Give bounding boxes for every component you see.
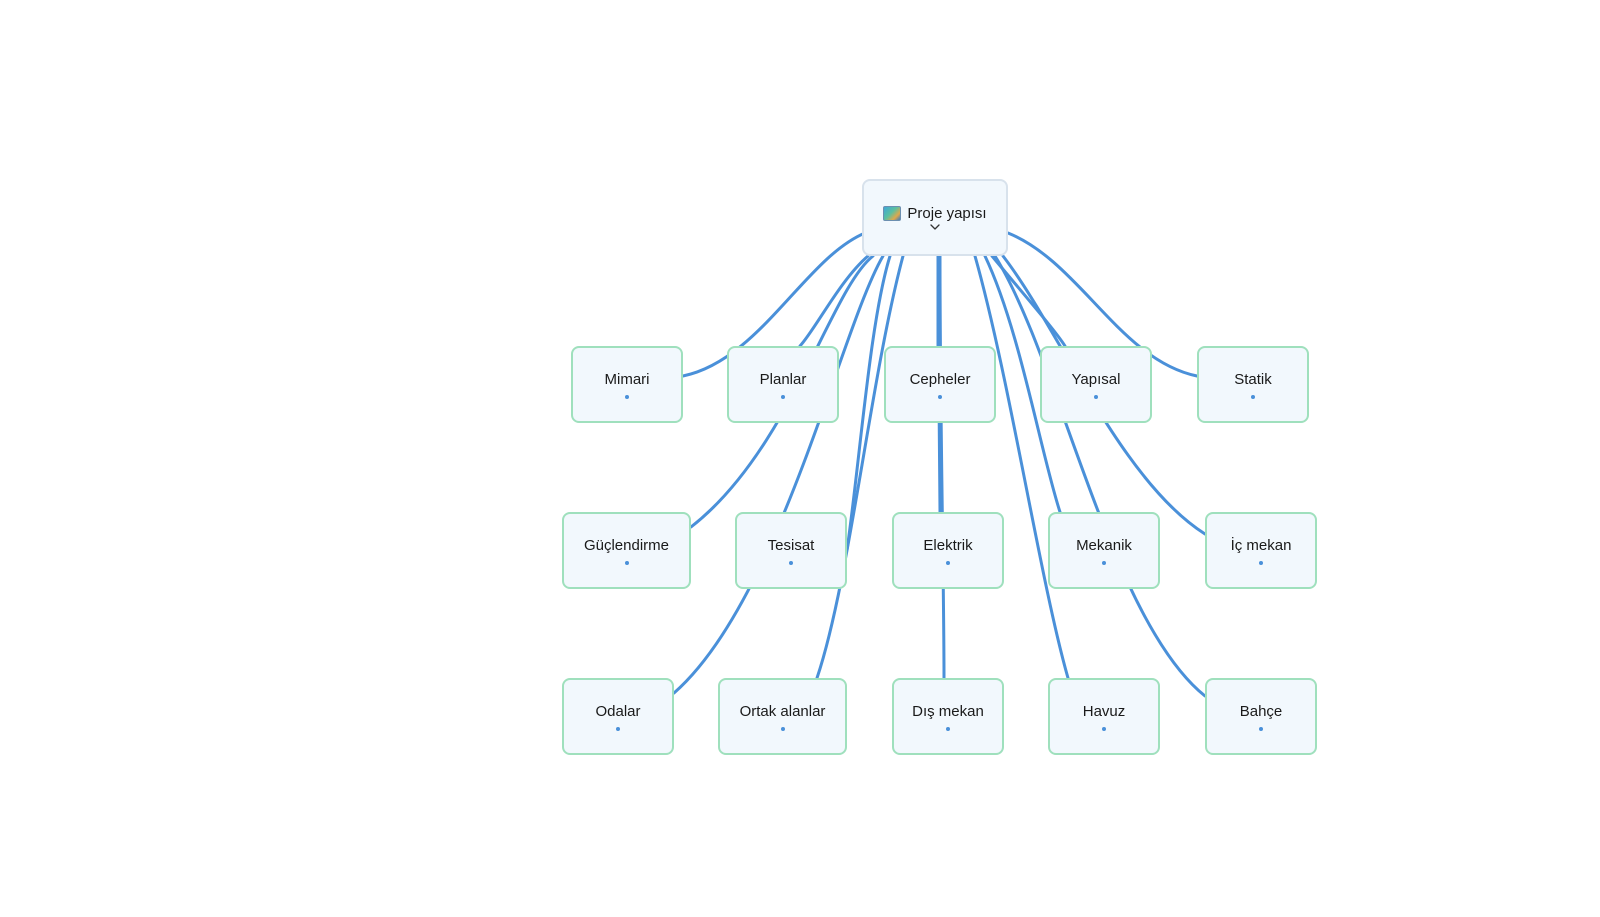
node-label: Ortak alanlar [739,702,826,720]
handle-dot-icon[interactable] [1102,726,1106,731]
node-tesisat[interactable]: Tesisat [735,512,847,589]
node-ic-mekan[interactable]: İç mekan [1205,512,1317,589]
edge-root-tesisat [845,254,892,552]
chevron-down-icon[interactable] [929,223,941,231]
node-statik[interactable]: Statik [1197,346,1309,423]
handle-dot-icon[interactable] [616,726,620,731]
edge-root-mimari [681,231,867,378]
handle-dot-icon[interactable] [1251,394,1255,399]
handle-dot-icon[interactable] [1259,726,1263,731]
node-guclendirme[interactable]: Güçlendirme [562,512,691,589]
node-yapisal[interactable]: Yapısal [1040,346,1152,423]
node-mimari[interactable]: Mimari [571,346,683,423]
edge-root-bahce [993,254,1207,698]
root-node-row: Proje yapısı [883,204,987,222]
edge-root-odalar [672,254,885,695]
node-mekanik[interactable]: Mekanik [1048,512,1160,589]
edge-root-havuz [973,254,1070,680]
node-cepheler[interactable]: Cepheler [884,346,996,423]
handle-dot-icon[interactable] [946,726,950,731]
handle-dot-icon[interactable] [1102,560,1106,565]
edge-root-mekanik [983,254,1062,514]
root-node[interactable]: Proje yapısı [862,179,1008,256]
node-label: Dış mekan [912,702,984,720]
handle-dot-icon[interactable] [1094,394,1098,399]
edge-root-planlar [798,254,870,348]
handle-dot-icon[interactable] [938,394,942,399]
node-label: Bahçe [1239,702,1283,720]
node-ortak-alanlar[interactable]: Ortak alanlar [718,678,847,755]
handle-dot-icon[interactable] [789,560,793,565]
node-bahce[interactable]: Bahçe [1205,678,1317,755]
node-label: Mekanik [1076,536,1132,554]
node-planlar[interactable]: Planlar [727,346,839,423]
node-label: Odalar [595,702,641,720]
node-dis-mekan[interactable]: Dış mekan [892,678,1004,755]
node-elektrik[interactable]: Elektrik [892,512,1004,589]
node-label: İç mekan [1230,536,1292,554]
handle-dot-icon[interactable] [781,394,785,399]
node-havuz[interactable]: Havuz [1048,678,1160,755]
handle-dot-icon[interactable] [780,726,785,731]
node-label: Tesisat [767,536,815,554]
edge-root-dis-mekan [938,254,946,680]
node-label: Mimari [604,370,650,388]
node-label: Havuz [1082,702,1126,720]
node-label: Yapısal [1071,370,1121,388]
node-label: Statik [1234,370,1272,388]
handle-dot-icon[interactable] [625,394,629,399]
node-label: Güçlendirme [583,536,670,554]
node-label: Planlar [759,370,807,388]
handle-dot-icon[interactable] [624,560,629,565]
node-label: Elektrik [923,536,973,554]
edge-root-statik [1006,231,1199,378]
handle-dot-icon[interactable] [1259,560,1263,565]
node-label: Cepheler [909,370,971,388]
root-node-label: Proje yapısı [907,204,987,222]
map-icon [883,205,902,221]
edge-root-ortak-alanlar [815,254,905,680]
handle-dot-icon[interactable] [946,560,950,565]
node-odalar[interactable]: Odalar [562,678,674,755]
